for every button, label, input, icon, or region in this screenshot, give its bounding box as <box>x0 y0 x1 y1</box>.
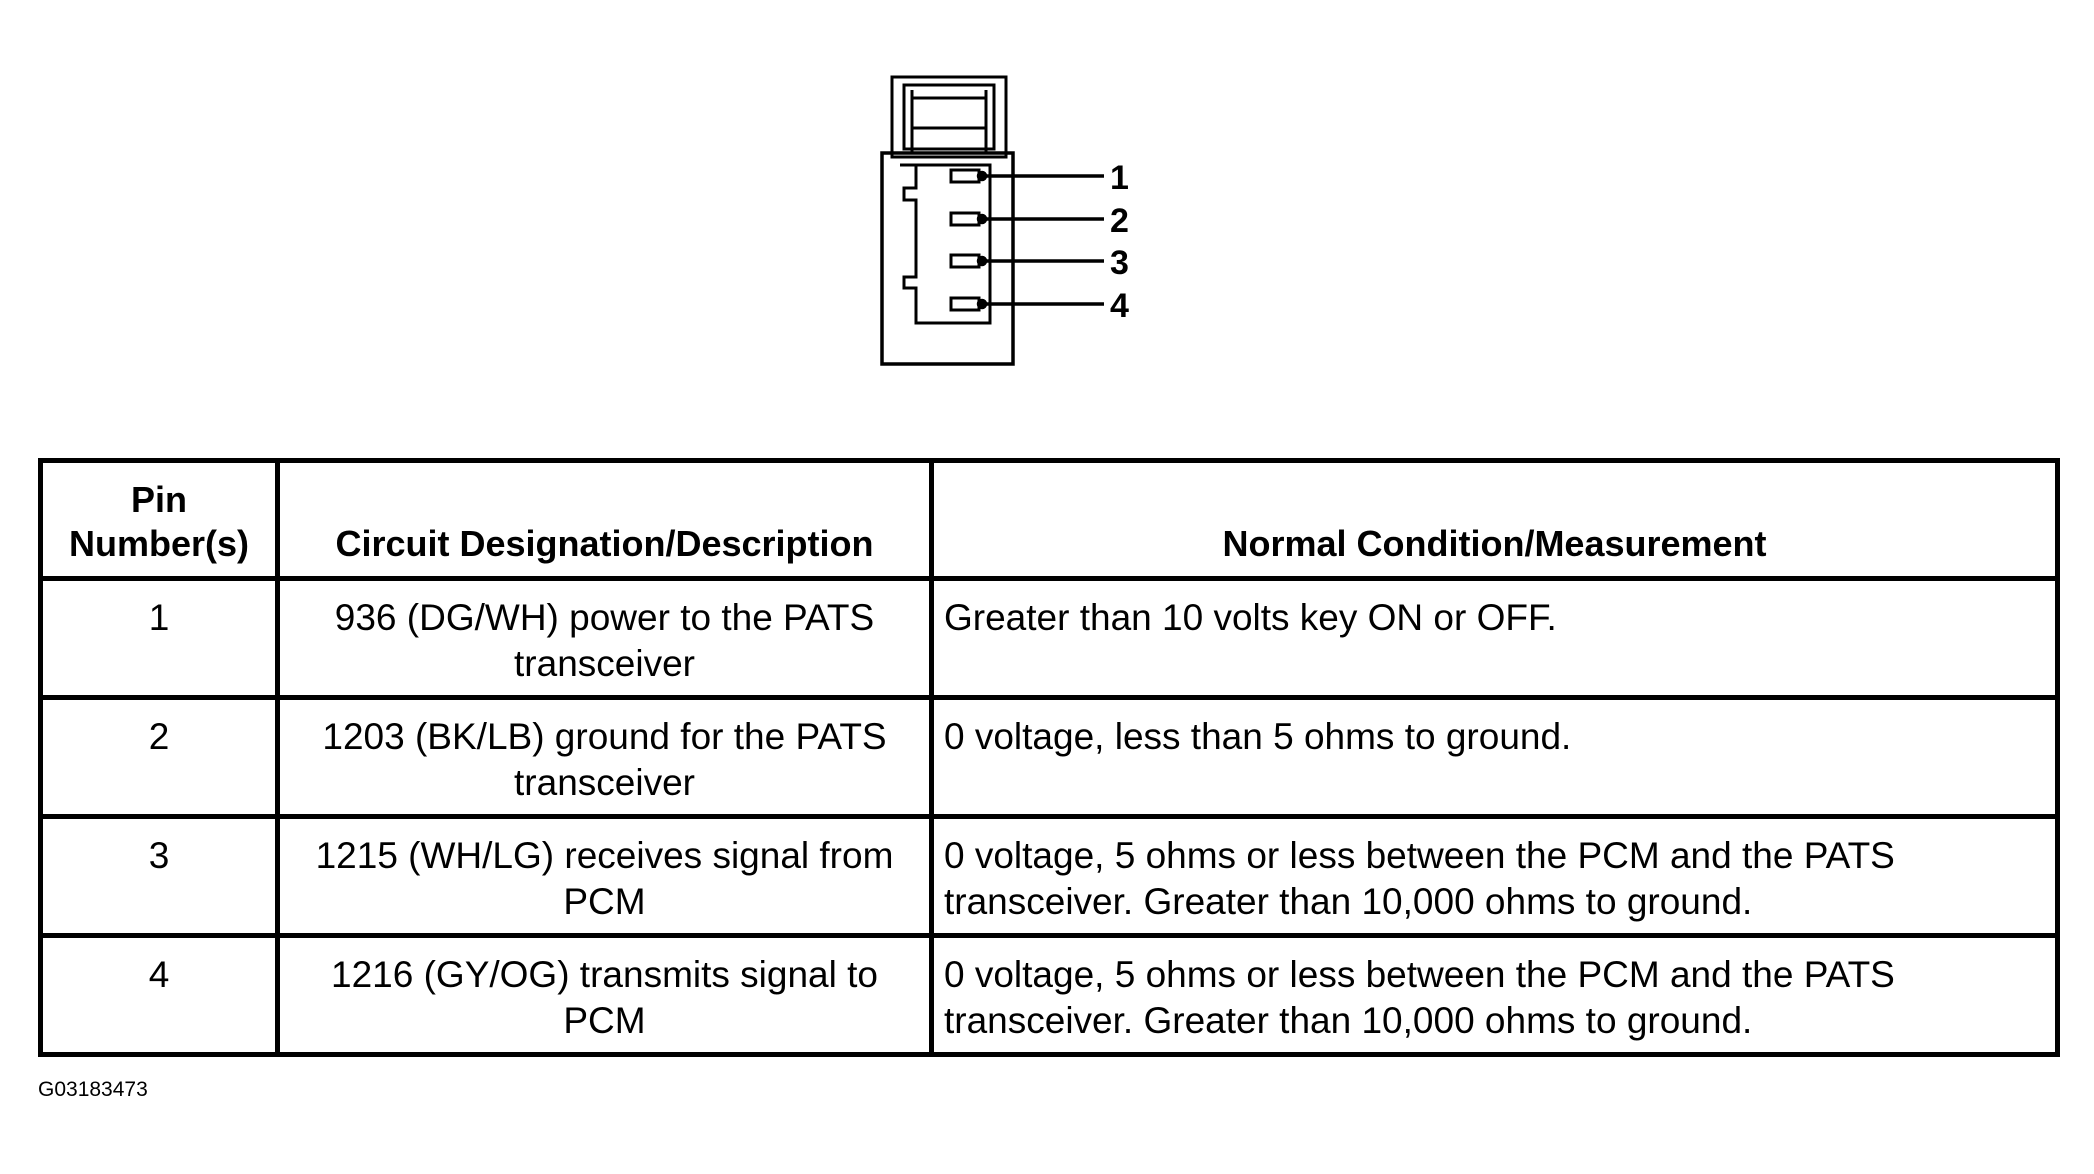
pin-terminal <box>949 168 981 184</box>
pin-leader-dot <box>976 298 988 310</box>
pin-terminal <box>949 211 981 227</box>
pin-chart-table: Pin Number(s) Circuit Designation/Descri… <box>38 458 2060 1057</box>
pin-label-2: 2 <box>1110 202 1129 240</box>
pin-label-1: 1 <box>1110 159 1129 197</box>
header-circuit-designation: Circuit Designation/Description <box>275 458 934 581</box>
circuit-cell: 1215 (WH/LG) receives signal from PCM <box>275 814 934 938</box>
connector-latch <box>890 75 1008 159</box>
circuit-cell: 936 (DG/WH) power to the PATS transceive… <box>275 576 934 700</box>
table-row: 3 1215 (WH/LG) receives signal from PCM … <box>38 814 2060 938</box>
pin-terminal <box>949 253 981 269</box>
circuit-cell: 1203 (BK/LB) ground for the PATS transce… <box>275 695 934 819</box>
pin-leader-dot <box>976 170 988 182</box>
pin-leader-dot <box>976 213 988 225</box>
pin-label-4: 4 <box>1110 287 1129 325</box>
pin-leader-dot <box>976 255 988 267</box>
table-header-row: Pin Number(s) Circuit Designation/Descri… <box>38 458 2060 581</box>
pin-number-cell: 3 <box>38 814 280 938</box>
connector-latch-inner <box>902 83 996 151</box>
pin-number-cell: 1 <box>38 576 280 700</box>
measurement-cell: 0 voltage, 5 ohms or less between the PC… <box>929 814 2060 938</box>
measurement-cell: 0 voltage, less than 5 ohms to ground. <box>929 695 2060 819</box>
header-normal-condition: Normal Condition/Measurement <box>929 458 2060 581</box>
table-row: 2 1203 (BK/LB) ground for the PATS trans… <box>38 695 2060 819</box>
pin-number-cell: 2 <box>38 695 280 819</box>
pin-number-cell: 4 <box>38 933 280 1057</box>
circuit-cell: 1216 (GY/OG) transmits signal to PCM <box>275 933 934 1057</box>
measurement-cell: 0 voltage, 5 ohms or less between the PC… <box>929 933 2060 1057</box>
pin-terminal <box>949 296 981 312</box>
header-pin-numbers: Pin Number(s) <box>38 458 280 581</box>
connector-body <box>880 151 1015 366</box>
connector-diagram: 1 2 3 4 <box>880 75 1129 366</box>
connector-cavity <box>900 163 992 325</box>
pin-label-3: 3 <box>1110 244 1129 282</box>
table-row: 4 1216 (GY/OG) transmits signal to PCM 0… <box>38 933 2060 1057</box>
measurement-cell: Greater than 10 volts key ON or OFF. <box>929 576 2060 700</box>
table-row: 1 936 (DG/WH) power to the PATS transcei… <box>38 576 2060 700</box>
figure-id-label: G03183473 <box>38 1078 148 1101</box>
